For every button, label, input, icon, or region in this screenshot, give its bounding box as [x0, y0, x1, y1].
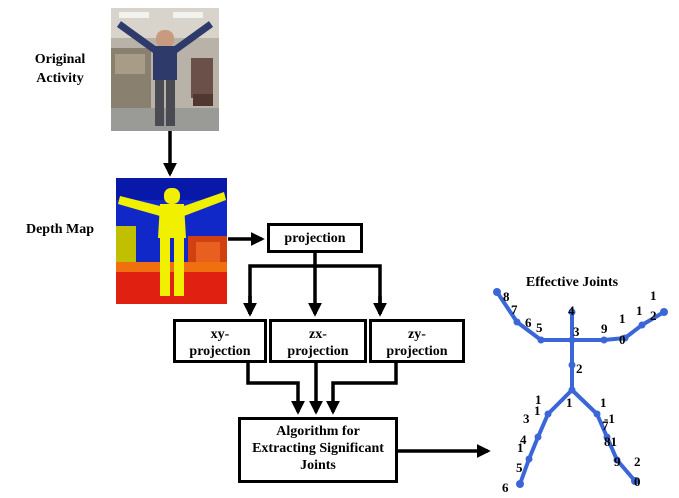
- xy-projection-line1: xy-: [210, 327, 230, 342]
- joint-number-label: 4: [568, 303, 575, 318]
- joint-number-label: 6: [502, 480, 509, 495]
- xy-projection-box: xy- projection: [173, 319, 267, 363]
- joint-number-label: 7: [602, 418, 609, 433]
- joint-number-label: 1: [517, 440, 524, 455]
- joint-number-label: 1: [535, 392, 542, 407]
- joint-number-label: 9: [614, 454, 621, 469]
- original-activity-label-line1: Original: [34, 52, 86, 67]
- joint-number-label: 1: [636, 303, 643, 318]
- zx-projection-box: zx- projection: [269, 319, 367, 363]
- branch-line: [248, 264, 382, 314]
- zy-projection-line2: projection: [386, 344, 448, 359]
- joint-number-label: 1: [566, 395, 573, 410]
- joint-number-label: 1: [600, 395, 607, 410]
- original-activity-photo: [111, 8, 219, 131]
- joint-number-label: 8: [503, 289, 510, 304]
- zx-projection-line2: projection: [287, 344, 349, 359]
- joint-number-label: 1: [619, 311, 626, 326]
- xy-projection-line2: projection: [189, 344, 251, 359]
- original-activity-label-line2: Activity: [36, 71, 84, 86]
- projection-box: projection: [267, 223, 363, 253]
- joint-number-label: 81: [604, 434, 617, 449]
- arrow-xy-to-algorithm: [246, 363, 305, 415]
- algorithm-line2: Extracting Significant: [252, 441, 384, 456]
- joint-number-label: 7: [511, 302, 518, 317]
- joint-number-label: 0: [619, 332, 626, 347]
- algorithm-line1: Algorithm for: [276, 424, 360, 439]
- depth-map-image: [116, 178, 227, 304]
- joint-number-label: 3: [573, 324, 580, 339]
- algorithm-line3: Joints: [300, 458, 336, 473]
- arrow-zy-to-algorithm: [326, 363, 398, 415]
- joint-number-label: 5: [516, 460, 523, 475]
- projection-box-label: projection: [284, 231, 346, 246]
- joint-number-label: 4: [520, 432, 527, 447]
- joint-number-label: 5: [536, 320, 543, 335]
- joint-number-label: 1: [534, 403, 541, 418]
- zy-projection-line1: zy-: [408, 327, 426, 342]
- joint-number-label: 6: [525, 315, 532, 330]
- algorithm-box: Algorithm for Extracting Significant Joi…: [238, 417, 398, 483]
- joint-number-label: 3: [523, 411, 530, 426]
- joint-number-label: 9: [601, 321, 608, 336]
- original-activity-label: Original Activity: [24, 50, 96, 88]
- joint-number-label: 2: [650, 308, 657, 323]
- joint-number-label: 1: [650, 288, 657, 303]
- zx-projection-line1: zx-: [309, 327, 327, 342]
- zy-projection-box: zy- projection: [369, 319, 465, 363]
- joint-number-label: -1: [604, 411, 615, 426]
- joint-number-label: 2: [576, 361, 583, 376]
- joint-number-label: 0: [634, 474, 641, 489]
- joint-number-label: 2: [634, 454, 641, 469]
- depth-map-label: Depth Map: [25, 222, 95, 237]
- effective-joints-title: Effective Joints: [525, 275, 619, 290]
